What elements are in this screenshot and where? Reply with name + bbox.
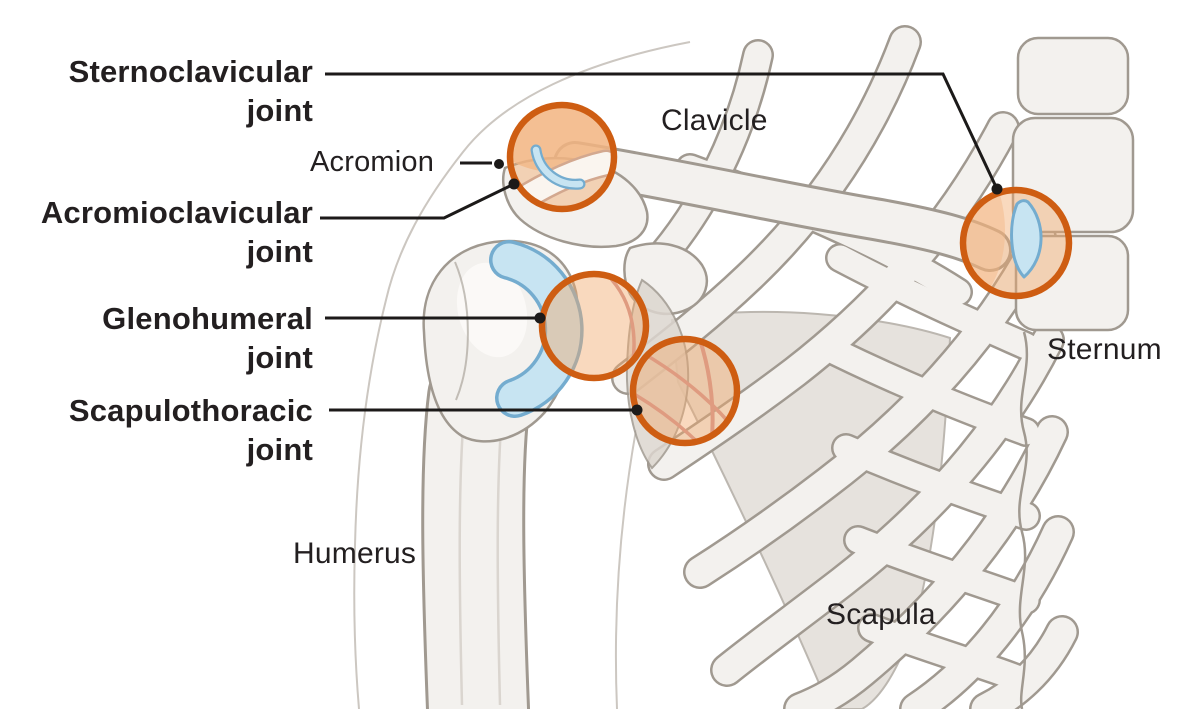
label-line: Scapulothoracic xyxy=(68,393,313,428)
clavicle-bone xyxy=(553,141,1012,272)
label-line: Sternoclavicular xyxy=(68,54,313,89)
highlight-ring-glenohumeral xyxy=(538,270,650,382)
label-line: joint xyxy=(246,93,313,128)
label-line: Glenohumeral xyxy=(102,301,313,336)
articular-disc xyxy=(1010,199,1043,279)
label-line: joint xyxy=(246,340,313,375)
label-glenohumeral-joint: Glenohumeral joint xyxy=(102,299,313,377)
highlight-ring-scapulothoracic xyxy=(629,335,741,447)
leader-acromioclavicular xyxy=(320,182,515,220)
label-humerus: Humerus xyxy=(293,537,417,570)
humerus-bone xyxy=(421,239,579,709)
highlight-ring-acromioclavicular xyxy=(506,101,618,213)
sternum-bone xyxy=(1011,36,1135,332)
label-line: joint xyxy=(246,432,313,467)
label-acromioclavicular-joint: Acromioclavicular joint xyxy=(41,193,313,271)
label-line: Acromioclavicular xyxy=(40,195,313,230)
leader-lines xyxy=(320,72,1003,416)
body-silhouette xyxy=(353,41,691,709)
highlight-fill-glenohumeral xyxy=(542,274,646,378)
costal-edge xyxy=(1018,331,1029,709)
leader-sternoclavicular xyxy=(325,72,999,190)
label-line: joint xyxy=(246,234,313,269)
label-scapulothoracic-joint: Scapulothoracic joint xyxy=(69,391,313,469)
label-acromion: Acromion xyxy=(310,146,435,178)
label-scapula: Scapula xyxy=(826,598,936,631)
highlight-ring-sternoclavicular xyxy=(959,186,1073,300)
humeral-head-cartilage xyxy=(489,240,584,418)
glenohumeral-joint-detail xyxy=(610,278,636,378)
label-sternoclavicular-joint: Sternoclavicular joint xyxy=(69,52,313,130)
label-clavicle: Clavicle xyxy=(661,104,768,137)
label-sternum: Sternum xyxy=(1047,333,1162,366)
